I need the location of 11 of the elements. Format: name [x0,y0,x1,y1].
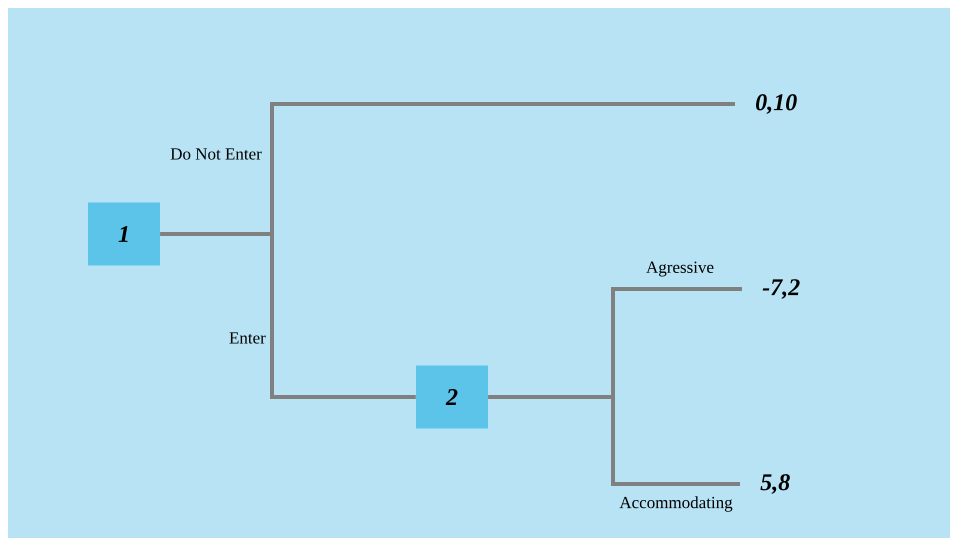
branch-line [488,395,740,486]
edge-label: Agressive [646,262,714,276]
decision-box: 2 [416,366,488,428]
edge-label: Accommodating [620,496,732,512]
payoff-label: 5,8 [760,474,790,494]
edge-label: Enter [229,332,266,344]
branch-line [160,232,416,399]
decision-box: 1 [88,202,160,266]
payoff-label: -7,2 [762,279,800,299]
edge-label: Do Not Enter [170,148,262,160]
payoff-label: 0,10 [756,94,797,114]
